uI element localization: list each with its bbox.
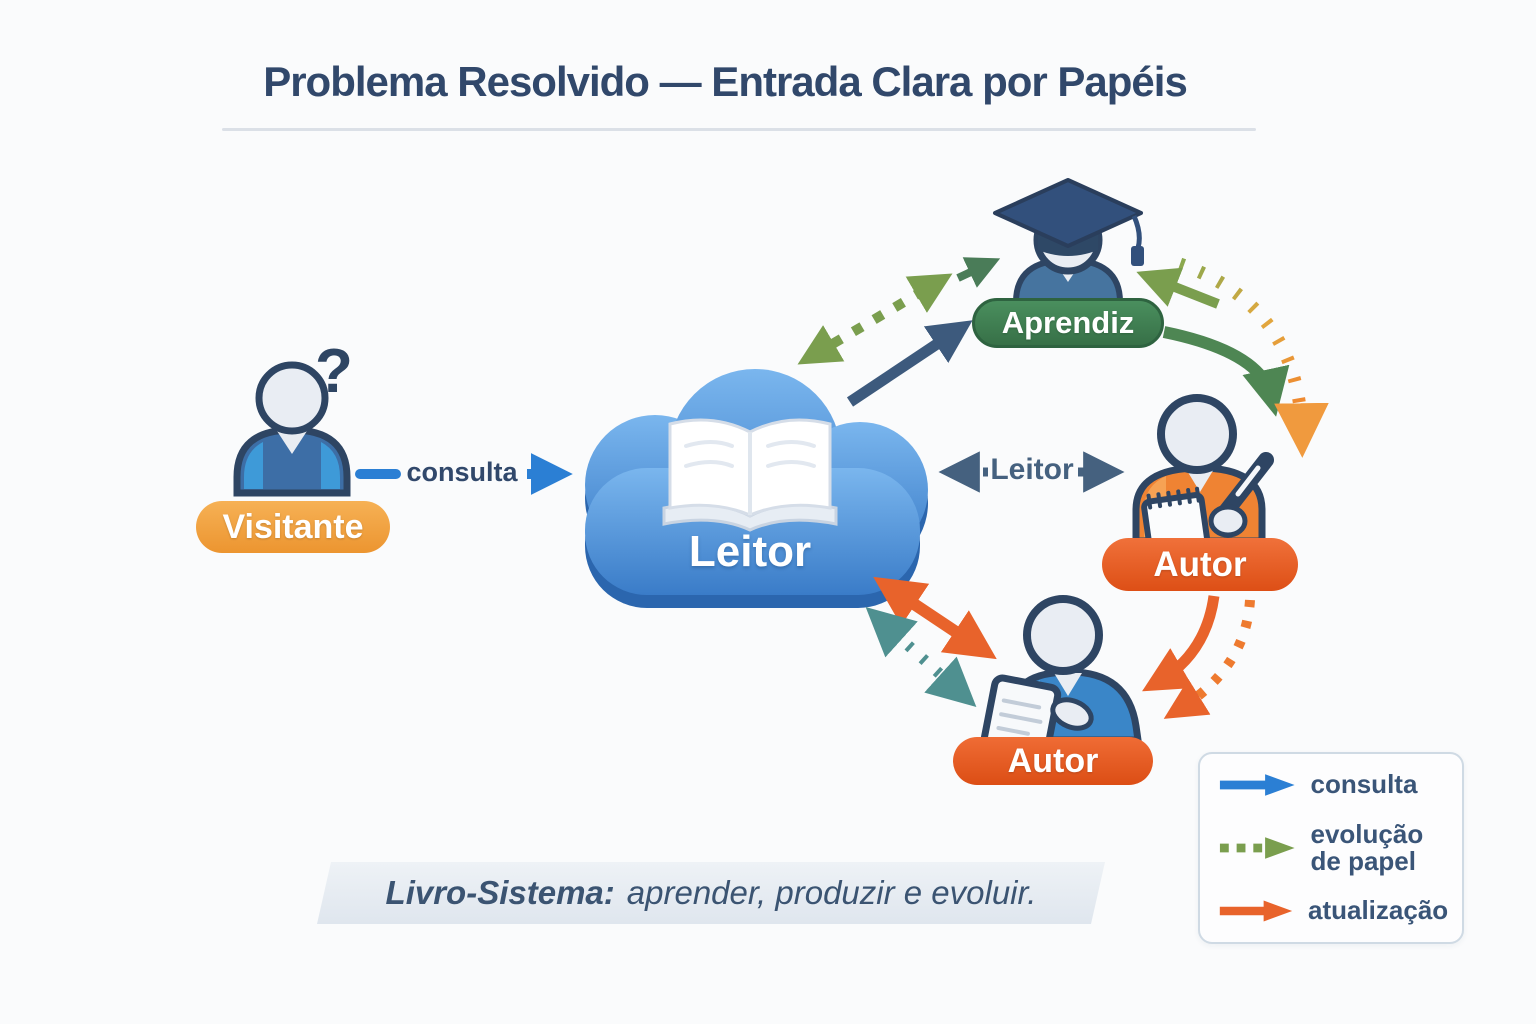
cloud-aprendiz-arrow xyxy=(846,320,973,407)
autor-right-role-badge: Autor xyxy=(1102,538,1298,591)
visitante-person-icon: ? xyxy=(233,337,353,497)
tagline-lead: Livro-Sistema: xyxy=(385,874,615,911)
legend-consulta-arrow-icon xyxy=(1219,774,1295,796)
aprendiz-label: Aprendiz xyxy=(1001,305,1135,340)
visitante-label: Visitante xyxy=(222,507,364,546)
legend-row-atualizacao: atualização xyxy=(1216,896,1448,926)
evolucao-cloud-aprendiz-arrow xyxy=(797,273,953,365)
autor-bottom-role-badge: Autor xyxy=(953,737,1153,785)
tagline-ribbon: Livro-Sistema: aprender, produzir e evol… xyxy=(317,862,1105,924)
visitante-role-badge: Visitante xyxy=(196,501,390,553)
legend-row-evolucao: evolução de papel xyxy=(1216,818,1448,876)
autor-aprendiz-return-arrow xyxy=(1136,267,1220,309)
atualizacao-cloud-autor-arrow xyxy=(873,576,997,660)
leitor-edge-label: Leitor xyxy=(990,453,1074,486)
page-title: Problema Resolvido — Entrada Clara por P… xyxy=(263,58,1188,105)
autor-bottom-label: Autor xyxy=(1007,741,1099,780)
autor-writer-icon xyxy=(1132,394,1274,576)
legend-box: consulta evolução de papel atualização xyxy=(1198,752,1464,944)
aprendiz-autor-green-arc xyxy=(1162,326,1290,417)
atualizacao-autor-autor-dashed-arc xyxy=(1163,599,1255,719)
legend-atualizacao-arrow-icon xyxy=(1219,900,1293,922)
legend-consulta-label: consulta xyxy=(1310,769,1418,800)
aprendiz-role-badge: Aprendiz xyxy=(972,298,1164,348)
autor-right-label: Autor xyxy=(1153,544,1247,584)
legend-atualizacao-label: atualização xyxy=(1308,895,1449,926)
consulta-edge-label: consulta xyxy=(406,457,518,487)
cloud-leitor-label: Leitor xyxy=(688,527,812,576)
legend-evolucao-label: evolução de papel xyxy=(1310,818,1424,876)
evolucao-aprendiz-tip-arrow xyxy=(956,257,1001,288)
title-divider xyxy=(222,128,1256,131)
tagline-rest: aprender, produzir e evoluir. xyxy=(626,874,1037,911)
graduation-cap-icon xyxy=(993,178,1144,266)
book-icon xyxy=(662,418,838,532)
legend-evolucao-arrow-icon xyxy=(1219,837,1295,859)
atualizacao-autor-autor-arc xyxy=(1142,595,1220,692)
legend-row-consulta: consulta xyxy=(1216,770,1448,800)
